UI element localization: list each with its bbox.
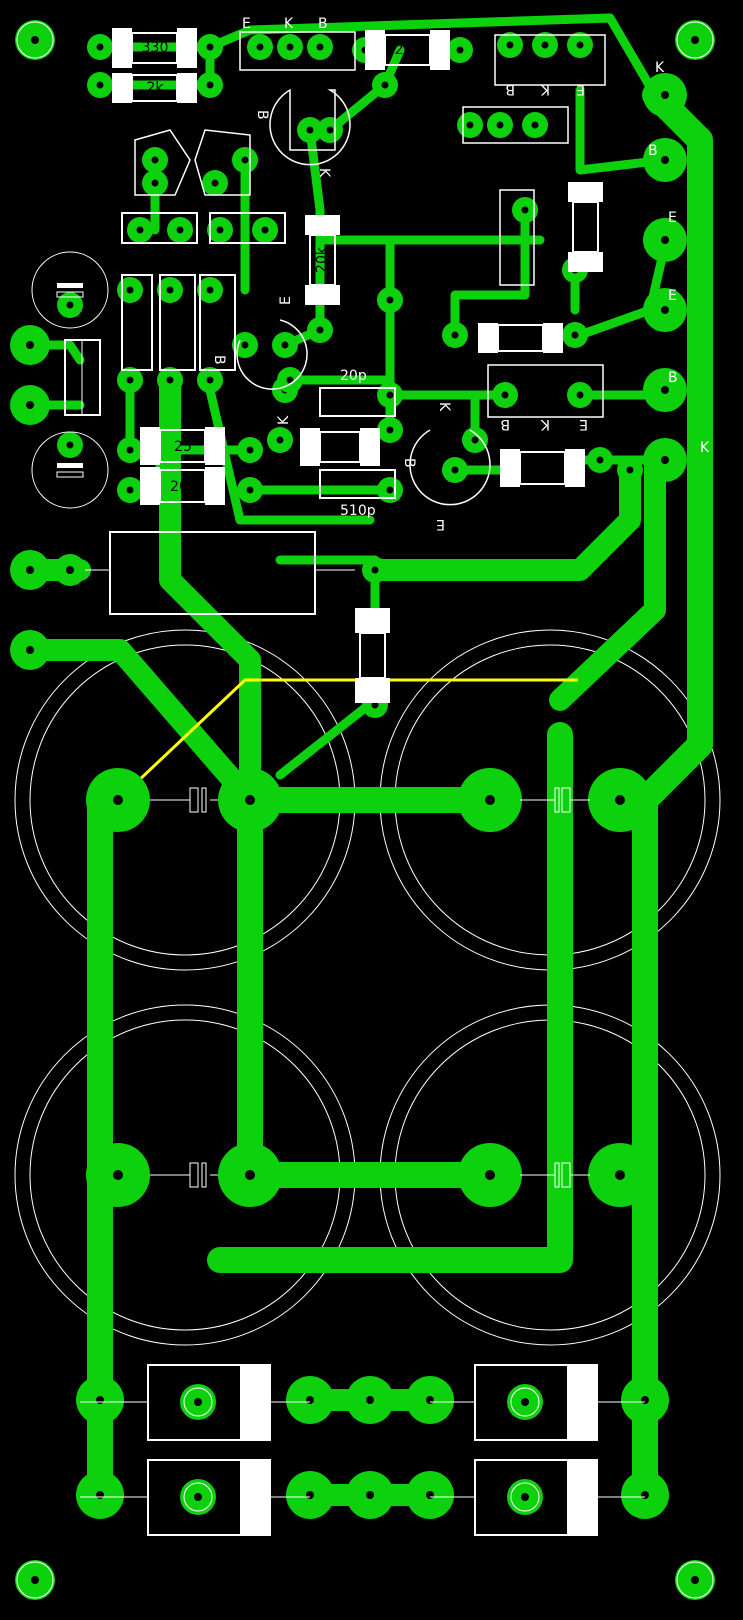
pin-q-top-left-e: E xyxy=(242,16,251,32)
label-r-270: 270 xyxy=(395,42,422,58)
label-r-75k: 75k xyxy=(210,308,226,335)
filter-capacitor-outlines xyxy=(14,629,721,1346)
label-c-510p: 510p xyxy=(340,503,376,519)
pin-t2-k: K xyxy=(276,415,292,425)
label-r-20k-low: 20k xyxy=(170,479,197,495)
pin-right-b1: B xyxy=(648,143,658,159)
bottom-devices xyxy=(80,1364,645,1536)
pin-q-top-right-k: K xyxy=(540,81,550,97)
pin-t3-e: E xyxy=(436,516,445,532)
pin-q-mid-right-b: B xyxy=(500,416,510,432)
label-r-7k5: 7k5 xyxy=(130,309,146,335)
pin-t3-k: K xyxy=(436,402,452,412)
pads xyxy=(10,20,715,1600)
pin-right-e1: E xyxy=(668,210,677,226)
pin-t1-k: K xyxy=(316,168,332,178)
pin-right-e2: E xyxy=(668,288,677,304)
pin-q-top-left-b: B xyxy=(318,16,328,32)
component-labels: 330 2k 270 20k 330 7k5 15k 75k 82 25 20k… xyxy=(130,16,710,664)
pin-t1-b: B xyxy=(254,110,270,120)
label-r-20k-top: 20k xyxy=(314,246,330,273)
pin-q-mid-right-e: E xyxy=(579,416,588,432)
label-r-330-right: 330 xyxy=(577,214,593,241)
pin-t4-b: B xyxy=(211,355,227,365)
pin-right-k2: K xyxy=(700,440,710,456)
pin-t2-e: E xyxy=(278,296,294,305)
label-r-1k: 1k xyxy=(364,646,380,664)
copper-traces xyxy=(19,13,713,1506)
pin-q-top-right-e: E xyxy=(576,81,585,97)
label-r-510: 510 xyxy=(530,460,557,476)
label-c-20p: 20p xyxy=(340,368,367,384)
module-outline xyxy=(109,531,316,615)
label-r-330: 330 xyxy=(142,40,169,56)
pin-q-mid-right-k: K xyxy=(540,416,550,432)
pin-right-k1: K xyxy=(655,60,665,76)
label-r-15k: 15k xyxy=(170,308,186,335)
label-r-2k: 2k xyxy=(146,80,164,96)
transistor-outlines xyxy=(134,31,606,506)
label-r-25: 25 xyxy=(174,439,192,455)
pin-t3-b: B xyxy=(401,458,417,468)
resistor-bodies xyxy=(112,28,603,703)
pin-q-top-right-b: B xyxy=(505,81,515,97)
cap-symbols xyxy=(150,787,590,1188)
pin-right-b2: B xyxy=(668,370,678,386)
pin-q-top-left-k: K xyxy=(284,16,294,32)
label-r-82: 82 xyxy=(511,332,529,348)
jumper-wire xyxy=(116,678,578,802)
small-electrolytics xyxy=(31,251,109,509)
label-r-1k5: 1k5 xyxy=(327,440,353,456)
